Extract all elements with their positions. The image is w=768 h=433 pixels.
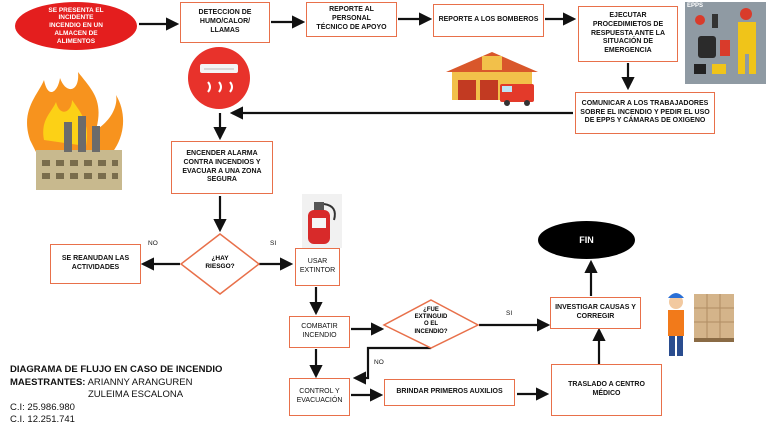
report-firefighters-label: REPORTE A LOS BOMBEROS [438,16,539,24]
investigate-box: INVESTIGAR CAUSAS Y CORREGIR [550,297,641,329]
author-2: ZULEIMA ESCALONA [88,389,184,400]
risk-decision-label: ¿HAY RIESGO? [205,255,235,270]
extinguished-decision-label: ¿FUE EXTINGUID O EL INCENDIO? [414,307,448,335]
first-aid-label: BRINDAR PRIMEROS AUXILIOS [396,388,503,396]
execute-procedures-box: EJECUTAR PROCEDIMIETOS DE RESPUESTA ANTE… [578,6,678,62]
communicate-workers-box: COMUNICAR A LOS TRABAJADORES SOBRE EL IN… [575,92,715,134]
detection-label: DETECCION DE HUMO/CALOR/ LLAMAS [198,9,252,34]
extinguished-no-label: NO [374,359,384,366]
authors-line: MAESTRANTES: ARIANNY ARANGUREN [10,377,222,390]
author-1: ARIANNY ARANGUREN [85,376,193,388]
id-1: C.I: 25.986.980 [10,401,75,413]
end-node: FIN [538,221,635,259]
execute-procedures-label: EJECUTAR PROCEDIMIETOS DE RESPUESTA ANTE… [590,12,666,55]
transfer-medical-box: TRASLADO A CENTRO MÉDICO [551,364,662,416]
control-evacuation-label: CONTROL Y EVACUACIÓN [296,388,343,404]
credits-block: DIAGRAMA DE FLUJO EN CASO DE INCENDIO MA… [10,364,222,427]
use-extinguisher-box: USAR EXTINTOR [295,248,340,286]
resume-label: SE REANUDAN LAS ACTIVIDADES [61,255,130,271]
risk-no-label: NO [148,240,158,247]
end-node-label: FIN [579,235,594,245]
report-staff-box: REPORTE AL PERSONAL TÉCNICO DE APOYO [306,2,397,37]
diagram-title: DIAGRAMA DE FLUJO EN CASO DE INCENDIO [10,364,223,375]
start-node-label: SE PRESENTA EL INCIDENTE INCENDIO EN UN … [48,6,104,45]
communicate-workers-label: COMUNICAR A LOS TRABAJADORES SOBRE EL IN… [580,99,710,125]
risk-yes-label: SI [270,240,277,247]
epps-label: EPPS [687,3,704,9]
report-firefighters-box: REPORTE A LOS BOMBEROS [433,4,544,37]
resume-box: SE REANUDAN LAS ACTIVIDADES [50,244,141,284]
report-staff-label: REPORTE AL PERSONAL TÉCNICO DE APOYO [316,6,387,31]
detection-box: DETECCION DE HUMO/CALOR/ LLAMAS [180,2,270,43]
control-evacuation-box: CONTROL Y EVACUACIÓN [289,378,350,416]
authors-label: MAESTRANTES: [10,376,86,388]
alarm-box: ENCENDER ALARMA CONTRA INCENDIOS Y EVACU… [171,141,273,194]
fight-fire-label: COMBATIR INCENDIO [301,323,338,339]
investigate-label: INVESTIGAR CAUSAS Y CORREGIR [555,304,636,320]
transfer-medical-label: TRASLADO A CENTRO MÉDICO [568,381,645,397]
alarm-label: ENCENDER ALARMA CONTRA INCENDIOS Y EVACU… [182,150,262,184]
fight-fire-box: COMBATIR INCENDIO [289,316,350,348]
start-node: SE PRESENTA EL INCIDENTE INCENDIO EN UN … [15,2,137,50]
extinguished-yes-label: SI [506,310,513,317]
id-2: C.I. 12.251.741 [10,414,75,425]
use-extinguisher-label: USAR EXTINTOR [299,258,336,274]
first-aid-box: BRINDAR PRIMEROS AUXILIOS [384,379,515,406]
arrow-decision-no-path [352,346,432,385]
